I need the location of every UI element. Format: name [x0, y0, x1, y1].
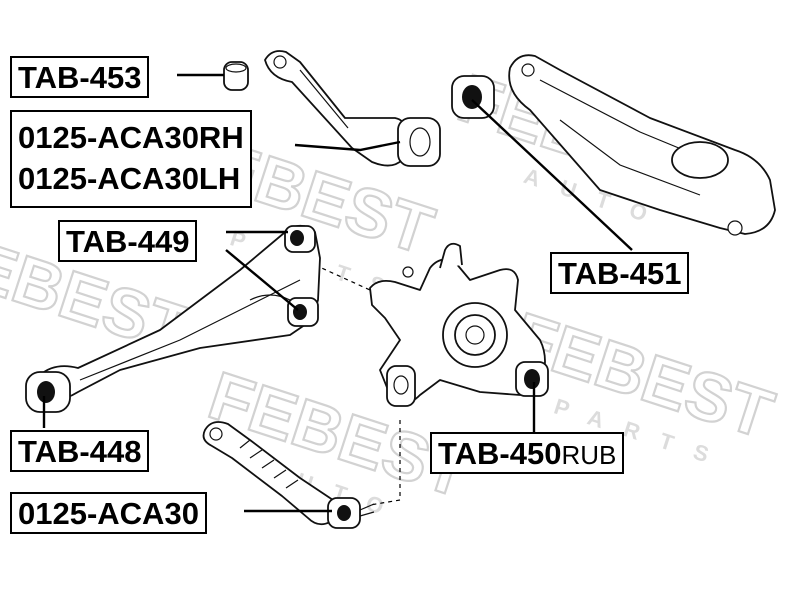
trailing-arm-body [508, 54, 776, 235]
lower-arm-upper-bushing-core [290, 230, 304, 246]
lower-arm-rib [79, 279, 301, 381]
leader-tab-451 [471, 99, 633, 251]
upper-control-arm [264, 50, 441, 167]
label-tab-450-text: TAB-450 [438, 436, 562, 471]
trailing-arm-end-eye [727, 220, 743, 236]
upper-arm-end-eye [273, 55, 287, 69]
label-tab-449-text: TAB-449 [66, 224, 190, 259]
label-aca30lh-text: 0125-ACA30LH [18, 160, 241, 196]
trailing-arm-front-eye [521, 63, 535, 77]
toe-rod-bushing-core [337, 505, 351, 521]
bushing-tab-453 [223, 61, 249, 91]
toe-rod-thread [239, 439, 299, 489]
alignment-lines [314, 264, 401, 506]
upper-arm-ridge [299, 69, 349, 129]
label-tab-448: TAB-448 [10, 430, 150, 472]
bushing-451-core [462, 85, 482, 109]
label-tab-450: TAB-450RUB [430, 432, 625, 474]
label-tab-449: TAB-449 [58, 220, 198, 262]
toe-rod-bolt [359, 503, 375, 517]
knuckle-hub-bore [465, 325, 485, 345]
trailing-arm-rib-2 [559, 119, 701, 196]
dashed-line-arm-to-knuckle [314, 264, 371, 291]
leader-tab-449-lower [225, 249, 299, 311]
label-aca30-rh-lh: 0125-ACA30RH 0125-ACA30LH [10, 110, 252, 208]
label-tab-451-text: TAB-451 [558, 256, 682, 291]
label-aca30-text: 0125-ACA30 [18, 496, 199, 531]
label-tab-453: TAB-453 [10, 56, 150, 98]
label-aca30: 0125-ACA30 [10, 492, 207, 534]
lower-arm-left-bushing-core [37, 381, 55, 403]
trailing-arm [508, 54, 776, 236]
dashed-line-knuckle-to-rod [369, 420, 401, 506]
label-aca30rh-text: 0125-ACA30RH [18, 120, 244, 155]
leader-aca30rh [294, 140, 401, 152]
bushing-450-core [524, 369, 540, 389]
trailing-arm-hub-mount [671, 141, 729, 179]
rear-knuckle [369, 242, 549, 407]
knuckle-lower-bushing-bore [393, 375, 409, 395]
knuckle-top-eye [402, 266, 414, 278]
leader-lines [42, 73, 633, 513]
label-tab-450-suffix: RUB [561, 440, 617, 470]
upper-arm-bushing-bore [409, 127, 431, 157]
label-tab-448-text: TAB-448 [18, 434, 142, 469]
knuckle-upper-ear [439, 242, 463, 269]
label-tab-453-text: TAB-453 [18, 60, 142, 95]
label-tab-451: TAB-451 [550, 252, 690, 294]
toe-rod [202, 421, 375, 529]
bushing-tab-451 [451, 75, 495, 119]
toe-rod-end-eye [209, 427, 223, 441]
bushing-453-top [225, 63, 247, 73]
lower-arm-curve [249, 294, 291, 301]
